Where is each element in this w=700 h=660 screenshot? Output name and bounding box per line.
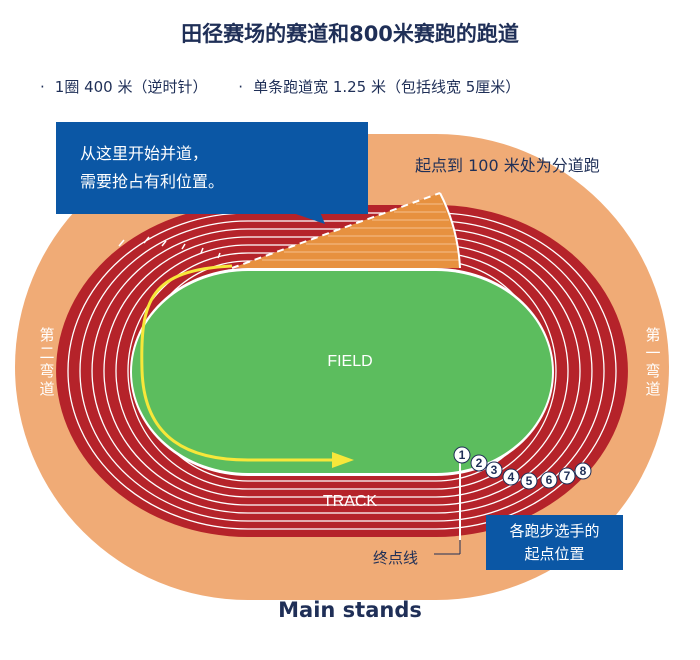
lane-width-info: 单条跑道宽 1.25 米（包括线宽 5厘米） [238, 76, 520, 97]
lane-marker-8: 8 [574, 462, 592, 480]
page-title: 田径赛场的赛道和800米赛跑的跑道 [181, 22, 519, 46]
lane-number-4: 4 [508, 470, 515, 484]
lane-number-2: 2 [476, 456, 483, 470]
track-label: TRACK [323, 493, 378, 510]
start-positions-line-2: 起点位置 [524, 545, 585, 563]
start-positions-line-1: 各跑步选手的 [509, 522, 600, 540]
second-turn-label: 第二弯道 [39, 326, 55, 398]
lane-number-5: 5 [526, 474, 533, 488]
runner-path-arrow [332, 452, 354, 468]
split-lane-label: 起点到 100 米处为分道跑 [415, 156, 600, 175]
runner-path [140, 264, 335, 462]
split-zone-edge [439, 192, 461, 269]
lane-tick-marks [118, 236, 221, 259]
merge-callout: 从这里开始并道， 需要抢占有利位置。 [56, 122, 368, 214]
lane-marker-6: 6 [540, 471, 558, 489]
lane-marker-2: 2 [470, 454, 488, 472]
field [132, 271, 552, 473]
lane-start-markers: 1 2 3 4 5 6 7 8 [453, 446, 592, 490]
lane-marker-1: 1 [453, 446, 471, 464]
merge-callout-line-2: 需要抢占有利位置。 [80, 172, 225, 191]
field-label: FIELD [327, 353, 372, 370]
lane-marker-3: 3 [485, 461, 503, 479]
start-positions-callout: 各跑步选手的 起点位置 [486, 515, 623, 570]
lane-number-3: 3 [491, 463, 498, 477]
callout-pointer [290, 212, 325, 224]
finish-line-label: 终点线 [373, 549, 419, 567]
lap-info: 1圈 400 米（逆时针） [40, 76, 208, 97]
main-stands-label: Main stands [278, 598, 422, 622]
lane-marker-4: 4 [502, 468, 520, 486]
lane-number-1: 1 [459, 448, 466, 462]
lane-number-6: 6 [546, 473, 553, 487]
lane-marker-7: 7 [558, 467, 576, 485]
first-turn-label: 第一弯道 [645, 326, 661, 398]
lane-number-8: 8 [580, 464, 587, 478]
split-zone-lines [262, 203, 460, 261]
merge-dashed-line [231, 192, 441, 269]
lane-number-7: 7 [564, 469, 571, 483]
lane-marker-5: 5 [520, 472, 538, 490]
merge-callout-line-1: 从这里开始并道， [80, 144, 209, 163]
info-bullets: 1圈 400 米（逆时针） 单条跑道宽 1.25 米（包括线宽 5厘米） [40, 76, 546, 97]
